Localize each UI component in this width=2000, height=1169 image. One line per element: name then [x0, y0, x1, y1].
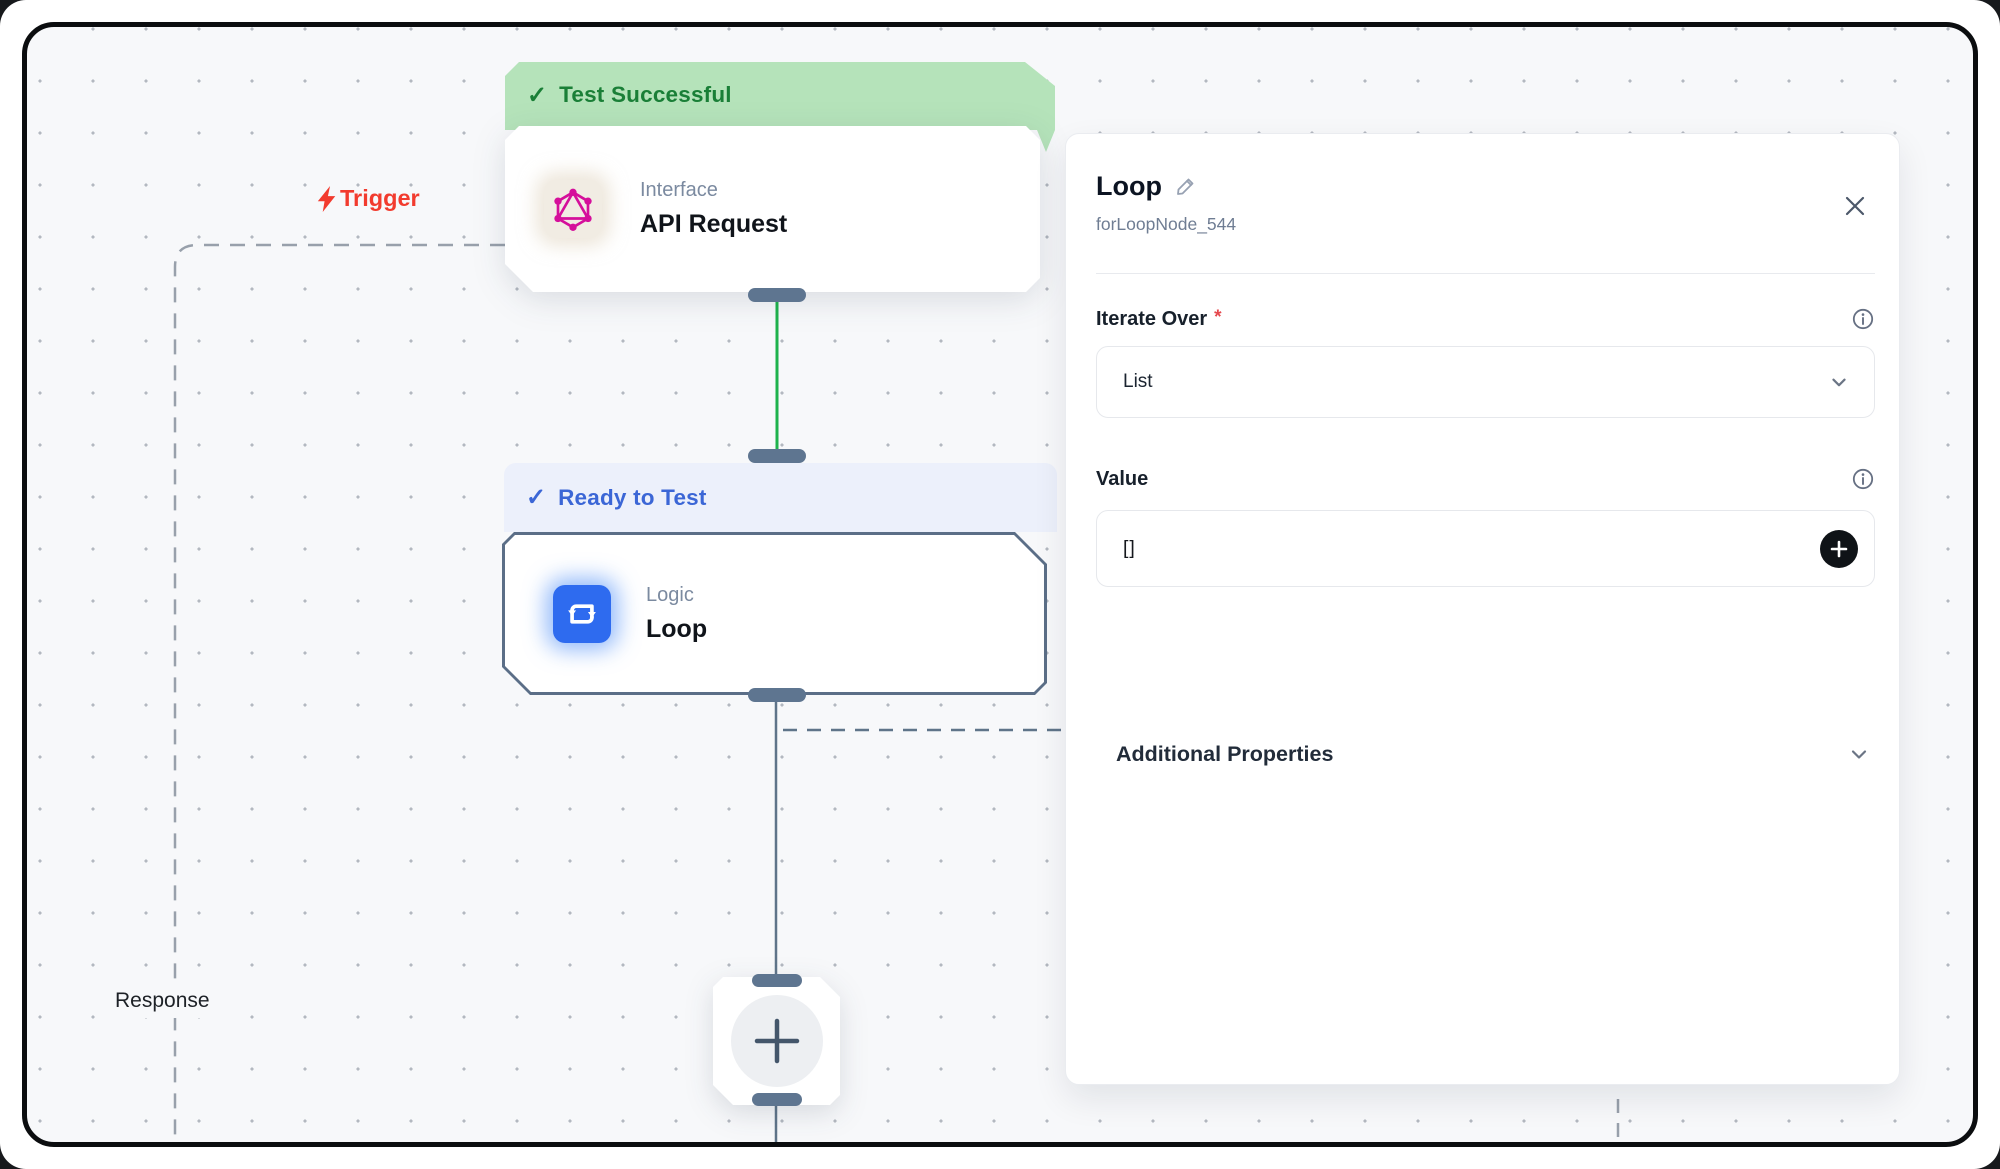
api-node-output-port[interactable] [748, 288, 806, 302]
plus-icon [1830, 540, 1848, 557]
flow-canvas[interactable]: Trigger Response ✓ Test Successful [27, 27, 1973, 1142]
required-asterisk: * [1214, 307, 1222, 328]
info-icon [1852, 468, 1874, 490]
iterate-over-info-button[interactable] [1851, 307, 1875, 331]
loop-arrows-icon [565, 597, 599, 631]
close-panel-button[interactable] [1841, 192, 1869, 220]
graphql-icon [553, 187, 593, 231]
node-properties-panel: Loop forLoopNode_544 Iterate Over * [1065, 133, 1900, 1085]
api-node-category: Interface [640, 179, 718, 201]
iterate-over-label: Iterate Over * [1096, 307, 1222, 331]
lightning-bolt-icon [317, 185, 336, 212]
api-request-node[interactable]: Interface API Request [505, 126, 1040, 292]
api-node-title: API Request [640, 210, 788, 238]
value-info-button[interactable] [1851, 467, 1875, 491]
loop-node-title: Loop [646, 614, 708, 643]
loop-node-icon-tile [553, 585, 611, 643]
close-icon [1845, 196, 1865, 216]
api-node-icon-tile [544, 180, 602, 238]
add-node-button[interactable] [731, 995, 823, 1087]
value-input-content: [] [1123, 537, 1136, 559]
check-icon: ✓ [527, 81, 548, 109]
check-icon: ✓ [526, 484, 547, 511]
connector-wires [173, 243, 1620, 1142]
additional-properties-toggle[interactable]: Additional Properties [1066, 739, 1899, 769]
response-label-text: Response [115, 989, 210, 1012]
value-input[interactable]: [] [1096, 510, 1875, 587]
panel-divider [1096, 273, 1875, 274]
loop-node-status-text: Ready to Test [558, 484, 707, 510]
plus-icon [753, 1017, 801, 1065]
trigger-label: Trigger [317, 185, 420, 212]
loop-node-category: Logic [646, 583, 694, 606]
panel-title: Loop [1096, 170, 1162, 201]
additional-properties-label: Additional Properties [1116, 741, 1334, 766]
loop-node-status-banner: ✓ Ready to Test [504, 463, 1057, 532]
value-label: Value [1096, 467, 1149, 490]
edit-pencil-icon[interactable] [1174, 174, 1198, 198]
add-node-output-port[interactable] [752, 1093, 802, 1106]
add-node-card[interactable] [713, 977, 840, 1105]
api-node-status-text: Test Successful [559, 82, 732, 107]
iterate-over-selected-value: List [1123, 371, 1153, 392]
response-label: Response [107, 984, 218, 1018]
info-icon [1852, 308, 1874, 330]
iterate-over-label-text: Iterate Over [1096, 308, 1208, 330]
panel-node-id: forLoopNode_544 [1096, 214, 1237, 234]
loop-node-output-port[interactable] [748, 688, 806, 702]
iterate-over-select[interactable]: List [1096, 346, 1875, 418]
app-frame: Trigger Response ✓ Test Successful [22, 22, 1978, 1147]
trigger-label-text: Trigger [340, 185, 420, 211]
chevron-down-icon [1851, 750, 1867, 759]
loop-node-input-port[interactable] [748, 449, 806, 463]
loop-node[interactable]: Logic Loop [502, 532, 1047, 695]
add-node-input-port[interactable] [752, 974, 802, 987]
trigger-response-dashed-wire [173, 243, 505, 1142]
add-value-button[interactable] [1820, 529, 1858, 568]
chevron-down-icon [1832, 378, 1846, 387]
